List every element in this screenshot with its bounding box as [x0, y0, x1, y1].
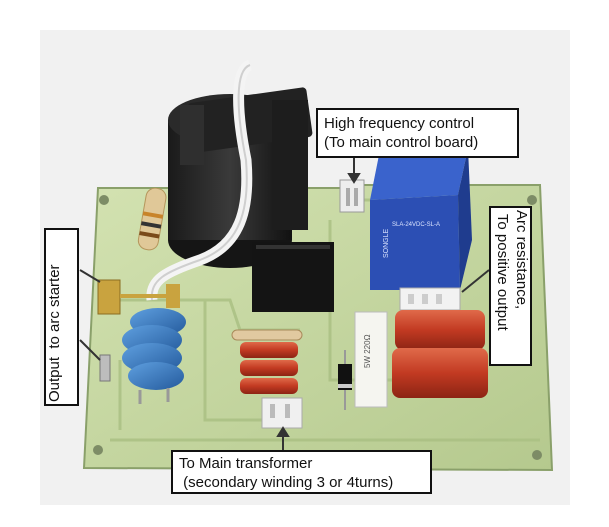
- brass-terminal: [97, 279, 180, 382]
- arc-resistance-line1: Arc resistance,: [513, 210, 530, 310]
- red-capacitors-large: [392, 310, 488, 398]
- output-arc-starter-text: Output to arc starter: [46, 264, 63, 402]
- hf-control-line1: High frequency control: [324, 115, 475, 132]
- hf-connector: [339, 179, 365, 213]
- ferrite-choke: [122, 308, 186, 404]
- hf-control-line2: (To main control board): [324, 134, 479, 151]
- arc-resistance-label: Arc resistance, To positive output: [489, 206, 532, 366]
- relay-marking-1: SONGLE: [383, 228, 390, 258]
- relay-marking-2: SLA-24VDC-SL-A: [392, 222, 440, 228]
- output-arc-starter-label: Output to arc starter: [44, 228, 79, 406]
- ceramic-resistor: 5W 220Ω: [354, 311, 388, 408]
- main-transformer-connector: [261, 397, 303, 429]
- resistor-marking: 5W 220Ω: [363, 334, 372, 368]
- arc-connector: [399, 287, 461, 311]
- white-wire-shade: [150, 64, 251, 301]
- blue-relay: SONGLE SLA-24VDC-SL-A: [370, 148, 472, 290]
- main-transformer-line1: To Main transformer: [179, 455, 313, 472]
- callout-arrows: [79, 158, 490, 450]
- arc-resistance-line2: To positive output: [494, 210, 511, 331]
- diode: [338, 350, 352, 410]
- main-transformer-line2: (secondary winding 3 or 4turns): [179, 474, 394, 491]
- red-capacitors-small: [231, 329, 303, 394]
- arc-resistance-text: Arc resistance, To positive output: [493, 210, 531, 368]
- hf-transformer: [168, 87, 313, 268]
- hf-control-label: High frequency control (To main control …: [316, 108, 519, 158]
- main-transformer-label: To Main transformer (secondary winding 3…: [171, 450, 432, 494]
- left-resistor: [137, 187, 167, 251]
- mount-holes: [93, 195, 542, 460]
- black-component: [252, 242, 334, 312]
